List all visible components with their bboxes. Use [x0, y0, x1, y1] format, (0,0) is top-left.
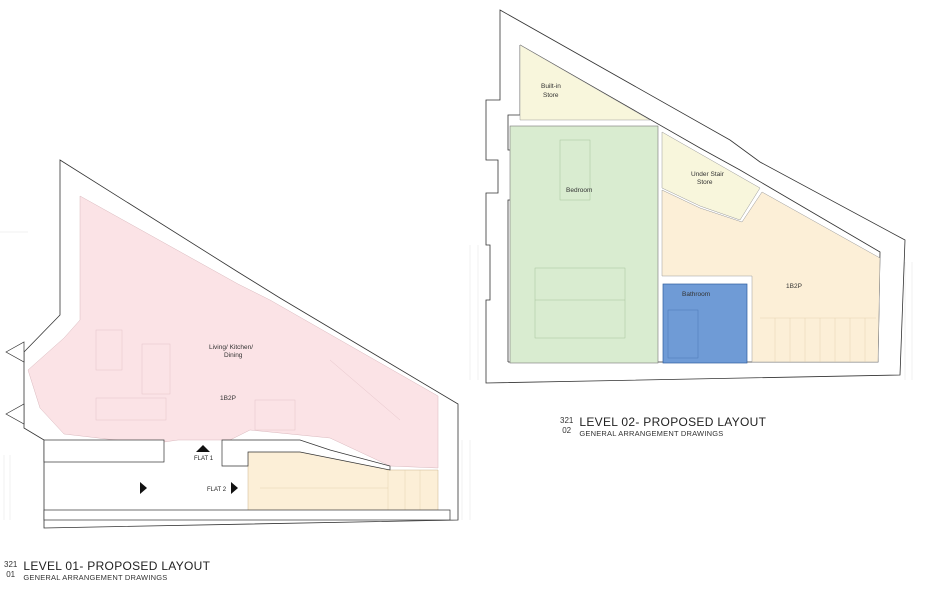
bedroom-label: Bedroom: [566, 187, 592, 194]
under-stair-label-2: Store: [697, 179, 713, 186]
bathroom-label: Bathroom: [682, 291, 710, 298]
under-stair-label-1: Under Stair: [691, 171, 725, 178]
level-number: 02: [562, 426, 572, 435]
hall-1b2p-room: [661, 189, 881, 363]
drawing-subtitle: GENERAL ARRANGEMENT DRAWINGS: [579, 429, 724, 438]
drawing-title: LEVEL 01- PROPOSED LAYOUT: [23, 559, 211, 573]
entry-arrow-icon: [140, 482, 147, 494]
builtin-store-room: [519, 44, 651, 121]
context-lines-l1: [0, 231, 471, 520]
living-label-1: Living/ Kitchen/: [209, 344, 253, 351]
bathroom-room: [662, 283, 748, 364]
flat-1-label: FLAT 1: [194, 456, 214, 462]
flat-2-arrow-icon: [231, 482, 238, 494]
builtin-store-label-2: Store: [543, 92, 559, 99]
drawing-title: LEVEL 02- PROPOSED LAYOUT: [579, 415, 767, 429]
level-01-plan: Living/ Kitchen/ Dining 1B2P FLAT 1 FLAT…: [0, 159, 471, 529]
bedroom-room: [509, 125, 659, 364]
living-label-2: Dining: [224, 352, 243, 359]
drawing-number: 321: [4, 560, 18, 569]
level-01-title-block: 321 01 LEVEL 01- PROPOSED LAYOUT GENERAL…: [4, 560, 210, 583]
flat-1-arrow-icon: [196, 445, 210, 452]
context-lines: [469, 245, 913, 380]
under-stair-store-room: [661, 131, 761, 221]
drawing-subtitle: GENERAL ARRANGEMENT DRAWINGS: [23, 573, 168, 582]
level-number: 01: [6, 570, 16, 579]
unit-1b2p-label-l1: 1B2P: [220, 395, 236, 402]
level-02-title-block: 321 02 LEVEL 02- PROPOSED LAYOUT GENERAL…: [560, 416, 766, 439]
level-02-plan: Built-in Store Bedroom Under Stair Store…: [469, 9, 913, 384]
drawing-number: 321: [560, 416, 574, 425]
living-kitchen-dining-room: [27, 195, 439, 469]
unit-1b2p-label-l2: 1B2P: [786, 283, 802, 290]
flat-2-label: FLAT 2: [207, 487, 227, 493]
builtin-store-label-1: Built-in: [541, 83, 561, 90]
